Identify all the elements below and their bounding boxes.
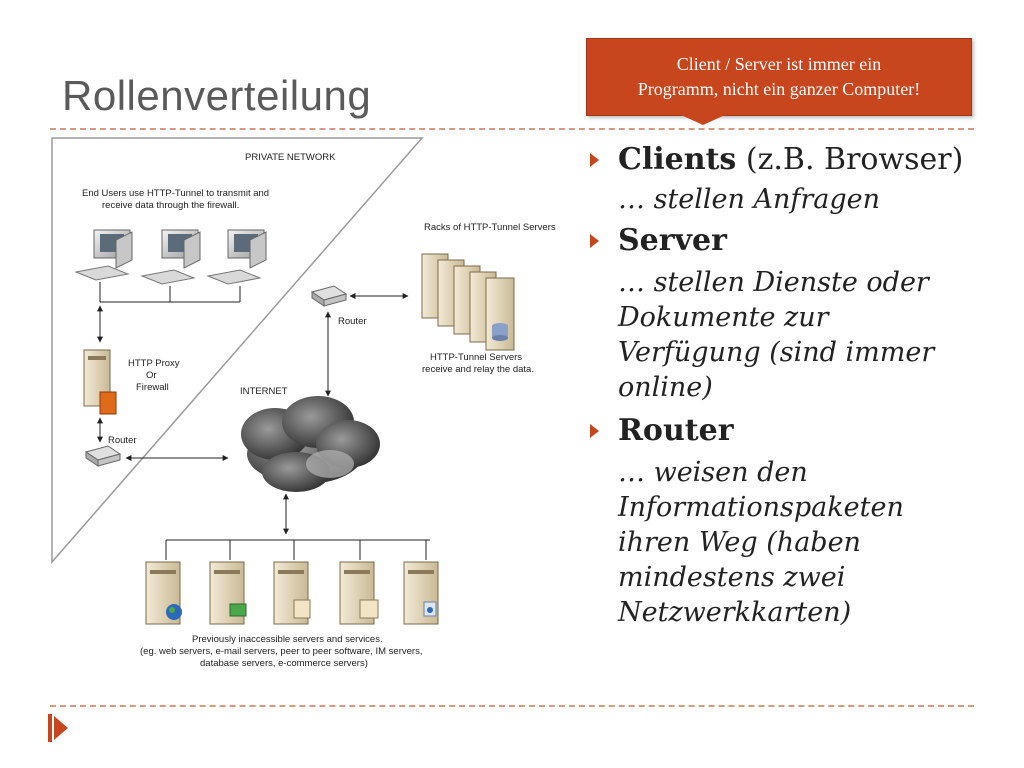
client-pc-1 xyxy=(74,229,133,281)
bullet-marker-icon xyxy=(590,424,599,438)
database-server xyxy=(403,561,439,625)
proxy-label-3: Firewall xyxy=(136,382,169,393)
private-network-label: PRIVATE NETWORK xyxy=(245,152,336,163)
callout-line-2: Programm, nicht ein ganzer Computer! xyxy=(637,79,921,99)
bullet-marker-icon xyxy=(590,153,599,167)
tunnel-servers-text-1: HTTP-Tunnel Servers xyxy=(430,352,522,363)
callout-box: Client / Server ist immer ein Programm, … xyxy=(586,38,972,116)
web-server xyxy=(145,561,182,625)
bullet-clients: Clients (z.B. Browser) xyxy=(590,140,970,180)
callout-tail xyxy=(681,115,725,125)
bottom-text-1: Previously inaccessible servers and serv… xyxy=(192,634,383,645)
p2p-server xyxy=(273,561,311,625)
proxy-label-1: HTTP Proxy xyxy=(128,358,180,369)
bullet-server: Server xyxy=(590,221,970,261)
bullet-clients-head: Clients xyxy=(618,142,737,177)
bullet-server-sub: … stellen Dienste oder Dokumente zur Ver… xyxy=(618,267,935,403)
bullet-server-head: Server xyxy=(618,223,727,258)
end-users-text-2: receive data through the firewall. xyxy=(102,200,239,211)
bullet-list: Clients (z.B. Browser) … stellen Anfrage… xyxy=(590,140,970,630)
router-left xyxy=(84,445,122,467)
top-divider xyxy=(50,128,974,130)
bullet-router-sub: … weisen den Informationspaketen ihren W… xyxy=(618,457,904,628)
email-server xyxy=(209,561,247,625)
router-left-label: Router xyxy=(108,435,137,446)
http-proxy-server xyxy=(83,349,117,415)
client-pc-3 xyxy=(206,229,267,285)
tunnel-servers-text-2: receive and relay the data. xyxy=(422,364,534,375)
bullet-clients-sub: … stellen Anfragen xyxy=(618,184,881,215)
end-users-text-1: End Users use HTTP-Tunnel to transmit an… xyxy=(82,188,269,199)
network-diagram: PRIVATE NETWORK End Users use HTTP-Tunne… xyxy=(51,137,556,669)
slide-title: Rollenverteilung xyxy=(62,72,372,119)
internet-cloud xyxy=(241,396,380,492)
bullet-marker-icon xyxy=(590,234,599,248)
bottom-divider xyxy=(50,705,974,707)
next-slide-arrow-icon[interactable] xyxy=(48,714,70,742)
client-pc-2 xyxy=(140,229,201,285)
proxy-label-2: Or xyxy=(146,370,157,381)
racks-label: Racks of HTTP-Tunnel Servers xyxy=(424,222,556,233)
callout-line-1: Client / Server ist immer ein xyxy=(676,54,882,74)
im-server xyxy=(339,561,379,625)
bullet-router-head: Router xyxy=(618,413,734,448)
bullet-router: Router xyxy=(590,411,970,451)
router-right-label: Router xyxy=(338,316,367,327)
bullet-clients-head-rest: (z.B. Browser) xyxy=(736,142,964,177)
bottom-text-3: database servers, e-commerce servers) xyxy=(200,658,368,669)
tunnel-server-rack xyxy=(421,253,515,351)
internet-label: INTERNET xyxy=(240,386,288,397)
bottom-text-2: (eg. web servers, e-mail servers, peer t… xyxy=(140,646,422,657)
router-right xyxy=(310,285,348,307)
